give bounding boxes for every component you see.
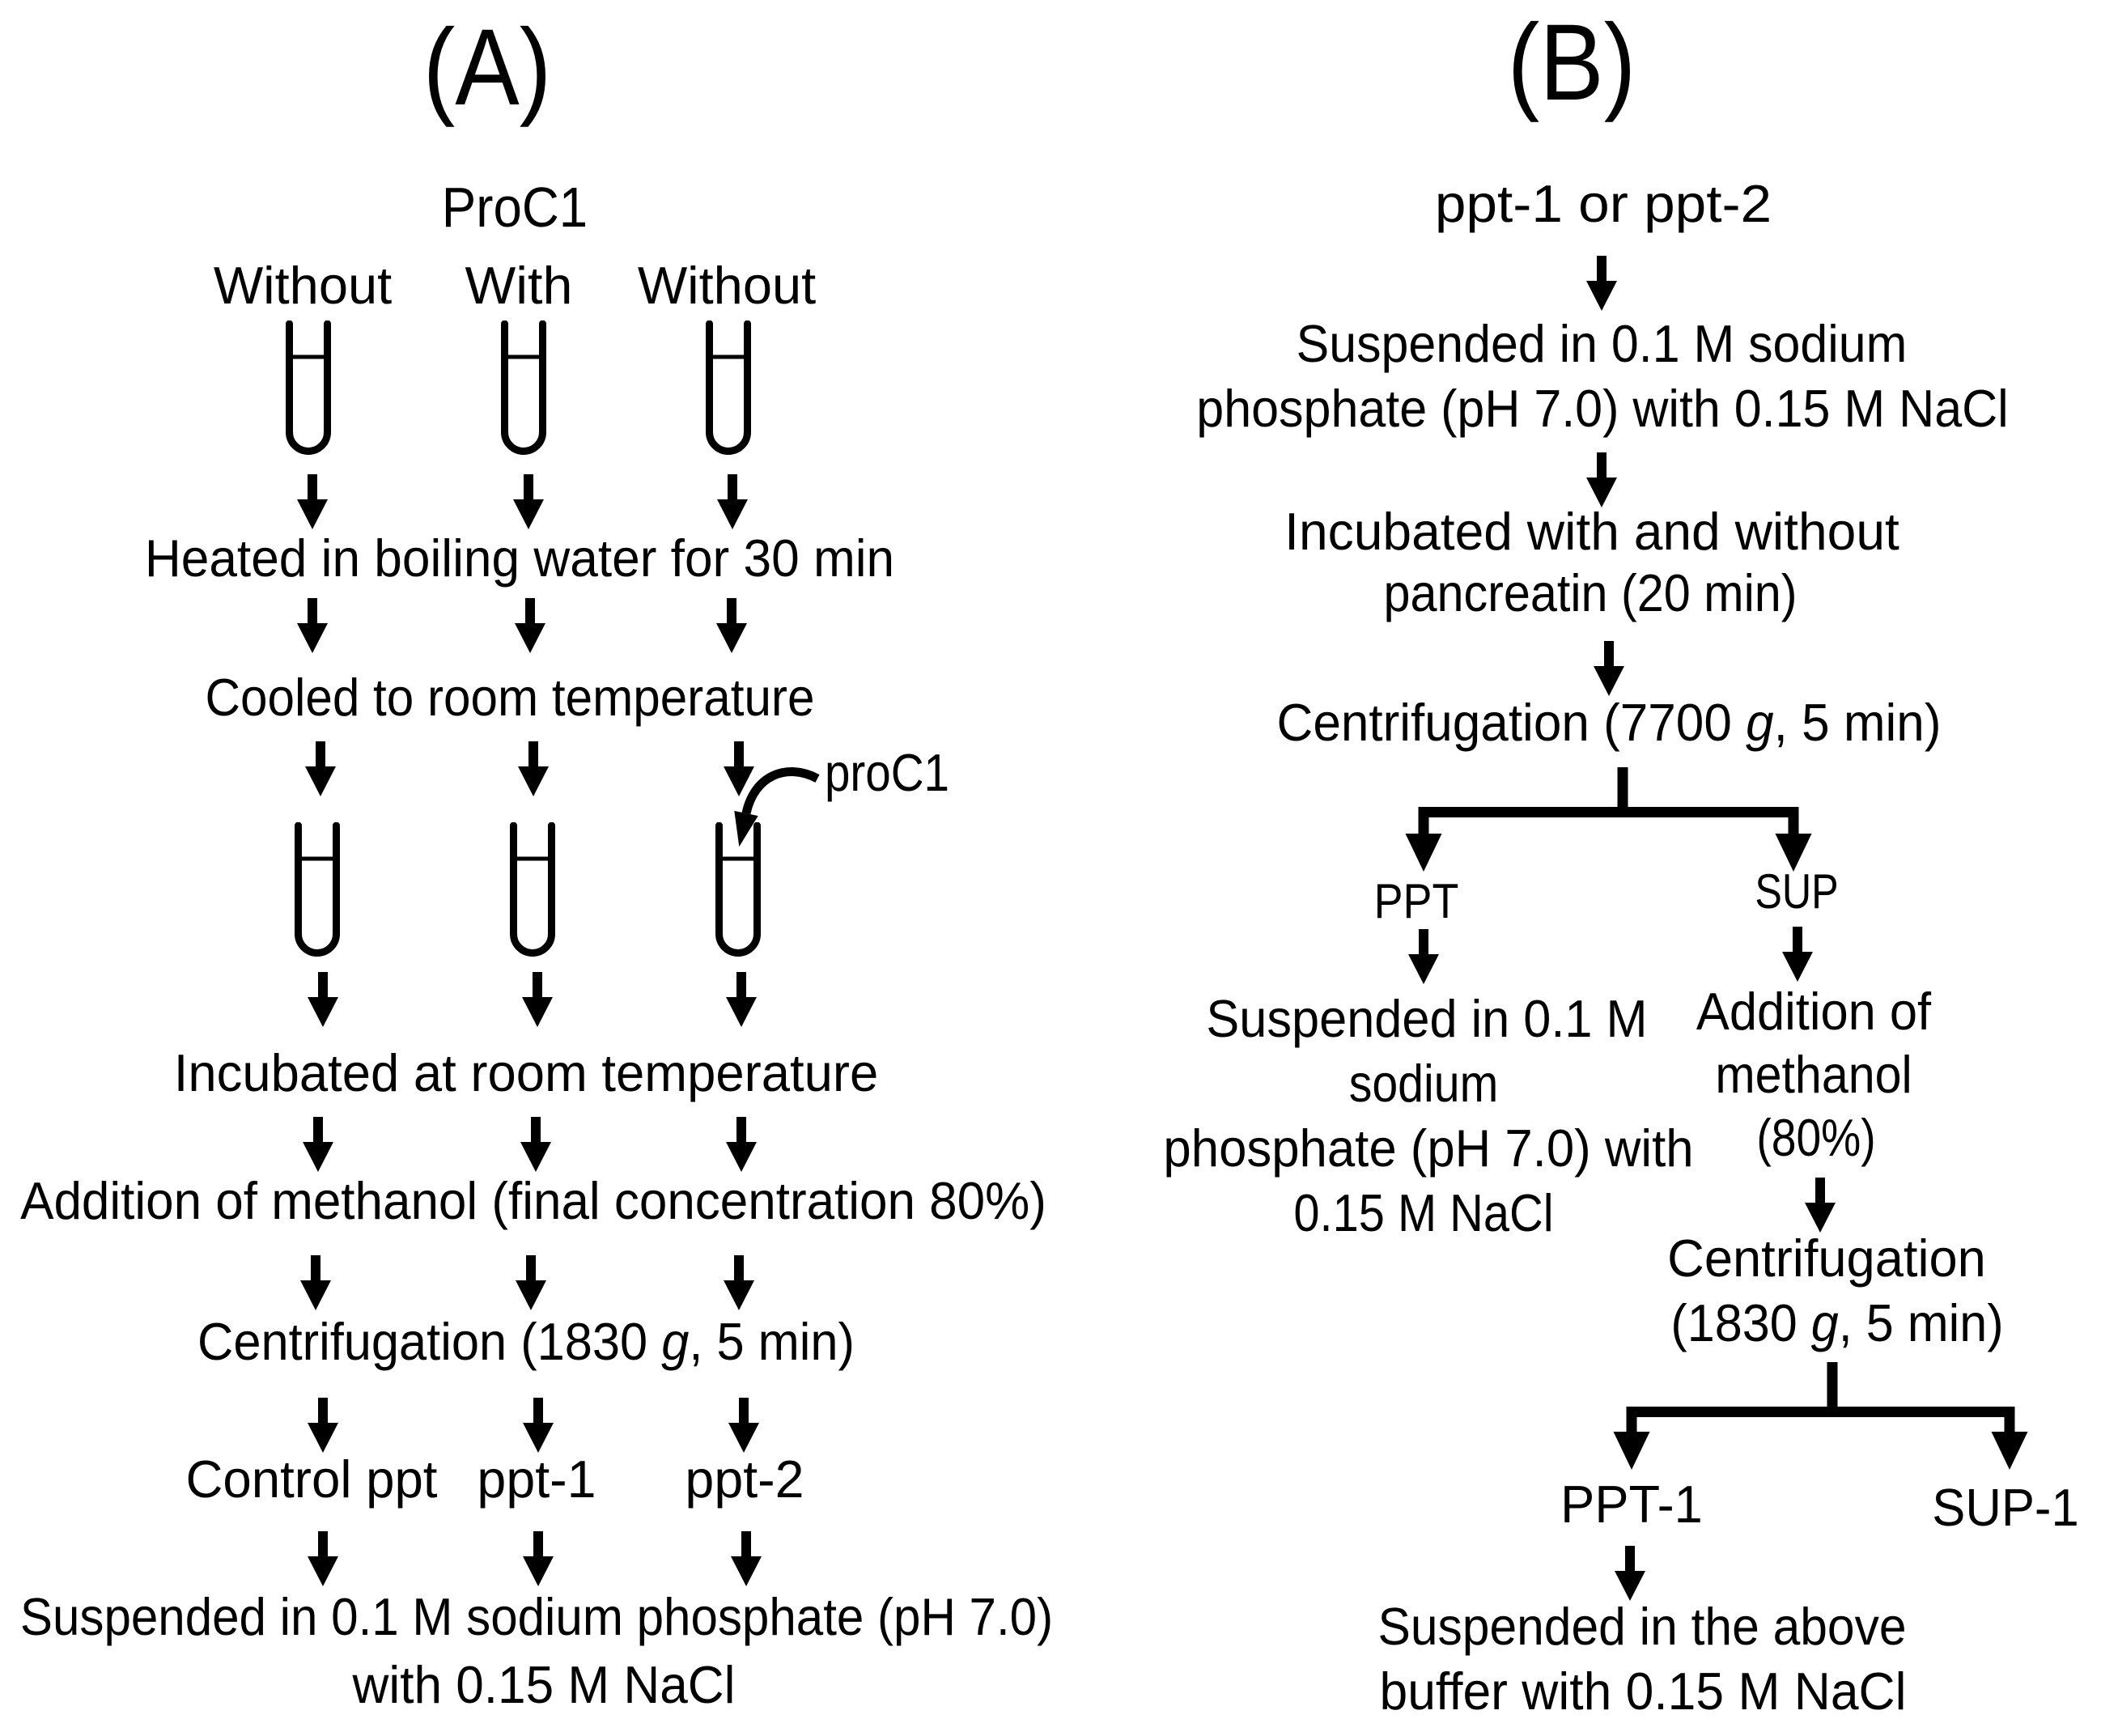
down-arrow-icon xyxy=(731,1531,762,1586)
sup-methanol-line1: Addition of xyxy=(1696,982,1932,1041)
down-arrow-icon xyxy=(1615,1546,1645,1601)
down-arrow-icon xyxy=(724,741,754,796)
ppt-suspended-line1: Suspended in 0.1 M xyxy=(1206,989,1648,1048)
down-arrow-icon xyxy=(297,474,328,529)
final-b-line1: Suspended in the above xyxy=(1377,1597,1907,1656)
panel-a-source-label: ProC1 xyxy=(441,176,588,239)
down-arrow-icon xyxy=(513,474,544,529)
down-arrow-icon xyxy=(1586,452,1617,507)
product-ppt-2: ppt-2 xyxy=(685,1449,804,1509)
tube-condition-label-2: With xyxy=(465,256,573,315)
step-suspended-b-line1: Suspended in 0.1 M sodium xyxy=(1296,314,1908,373)
sup-methanol-line3: (80%) xyxy=(1756,1108,1876,1167)
test-tube-icon xyxy=(501,320,546,455)
step-centrifugation-a: Centrifugation (1830 g, 5 min) xyxy=(197,1312,855,1371)
down-arrow-icon xyxy=(308,972,338,1027)
panel-b-label: (B) xyxy=(1507,2,1636,123)
down-arrow-icon xyxy=(520,1117,551,1172)
down-arrow-icon xyxy=(297,598,328,653)
callout-proc1-label: proC1 xyxy=(824,743,950,802)
down-arrow-icon xyxy=(523,1531,554,1586)
down-arrow-icon xyxy=(523,1398,554,1453)
down-arrow-icon xyxy=(516,1255,546,1310)
sup-methanol-line2: methanol xyxy=(1715,1045,1912,1104)
test-tube-icon xyxy=(286,320,331,455)
step-incubated-b-line1: Incubated with and without xyxy=(1284,502,1899,561)
branch2-right-label: SUP-1 xyxy=(1932,1478,2079,1537)
final-b-line2: buffer with 0.15 M NaCl xyxy=(1379,1662,1907,1721)
down-arrow-icon xyxy=(728,1398,759,1453)
panel-a-label: (A) xyxy=(422,7,552,128)
down-arrow-icon xyxy=(726,1117,757,1172)
down-arrow-icon xyxy=(518,741,549,796)
down-arrow-icon xyxy=(1408,929,1439,984)
product-control-ppt: Control ppt xyxy=(185,1449,438,1509)
down-arrow-icon xyxy=(515,598,545,653)
down-arrow-icon xyxy=(717,474,748,529)
branch1-right-label: SUP xyxy=(1755,864,1839,919)
down-arrow-icon xyxy=(726,972,757,1027)
ppt-suspended-line4: 0.15 M NaCl xyxy=(1293,1183,1554,1242)
down-arrow-icon xyxy=(300,1255,331,1310)
ppt-suspended-line3: phosphate (pH 7.0) with xyxy=(1163,1118,1694,1178)
step-heated: Heated in boiling water for 30 min xyxy=(144,528,895,588)
test-tube-icon xyxy=(706,320,751,455)
step-centrifugation2-b-line1: Centrifugation xyxy=(1667,1229,1986,1288)
branch-connector xyxy=(1405,767,1812,872)
curved-arrow-icon xyxy=(734,767,820,847)
step-incubated-a: Incubated at room temperature xyxy=(173,1043,879,1102)
tube-condition-label-1: Without xyxy=(213,256,393,315)
step-incubated-b-line2: pancreatin (20 min) xyxy=(1383,563,1798,622)
down-arrow-icon xyxy=(308,1398,338,1453)
down-arrow-icon xyxy=(1586,256,1617,311)
down-arrow-icon xyxy=(308,1531,338,1586)
branch1-left-label: PPT xyxy=(1373,874,1459,928)
input-ppt-label: ppt-1 or ppt-2 xyxy=(1434,174,1772,233)
down-arrow-icon xyxy=(716,598,747,653)
down-arrow-icon xyxy=(724,1255,754,1310)
step-suspended-b-line2: phosphate (pH 7.0) with 0.15 M NaCl xyxy=(1196,379,2009,438)
step-cooled: Cooled to room temperature xyxy=(205,668,815,727)
test-tube-icon xyxy=(715,822,761,957)
down-arrow-icon xyxy=(303,1117,333,1172)
branch2-left-label: PPT-1 xyxy=(1560,1475,1703,1534)
step-centrifugation2-b-line2: (1830 g, 5 min) xyxy=(1670,1293,2004,1352)
step-methanol-a: Addition of methanol (final concentratio… xyxy=(20,1171,1046,1230)
down-arrow-icon xyxy=(1782,927,1813,982)
branch-connector xyxy=(1613,1362,2028,1470)
down-arrow-icon xyxy=(305,741,336,796)
product-ppt-1: ppt-1 xyxy=(477,1449,596,1509)
ppt-suspended-line2: sodium xyxy=(1348,1054,1499,1113)
step-centrifugation1-b: Centrifugation (7700 g, 5 min) xyxy=(1276,693,1942,752)
tube-condition-label-3: Without xyxy=(637,256,817,315)
test-tube-icon xyxy=(510,822,555,957)
final-a-line1: Suspended in 0.1 M sodium phosphate (pH … xyxy=(19,1587,1054,1646)
final-a-line2: with 0.15 M NaCl xyxy=(352,1655,736,1714)
down-arrow-icon xyxy=(1805,1178,1836,1233)
down-arrow-icon xyxy=(1594,641,1624,696)
test-tube-icon xyxy=(295,822,340,957)
down-arrow-icon xyxy=(522,972,553,1027)
